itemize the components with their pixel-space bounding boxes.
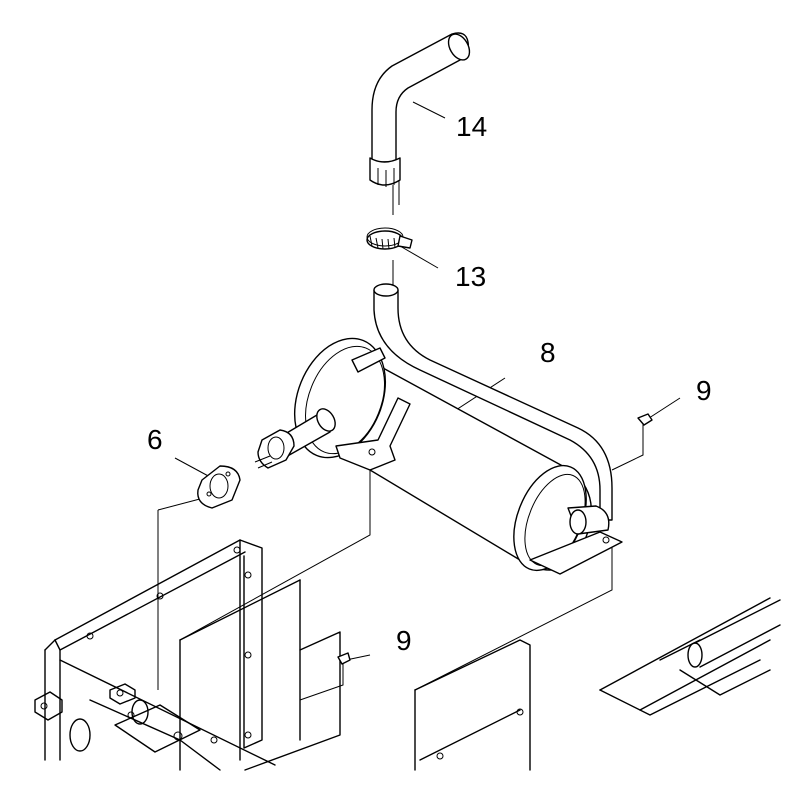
bolt-lower: [337, 652, 351, 672]
callout-bolt-lower: 9: [396, 625, 412, 656]
callout-gasket: 6: [147, 424, 163, 455]
tailpipe: [369, 32, 471, 205]
gasket: [197, 465, 241, 509]
muffler: [254, 337, 623, 575]
exhaust-pipe: [373, 283, 613, 535]
callout-bolt-upper: 9: [696, 375, 712, 406]
hose-clamp: [366, 227, 413, 250]
bolt-upper: [637, 413, 653, 432]
chassis-frame: [34, 539, 781, 771]
callout-hose-clamp: 13: [455, 261, 486, 292]
callout-tailpipe: 14: [456, 111, 487, 142]
callout-exhaust-pipe: 8: [540, 337, 556, 368]
